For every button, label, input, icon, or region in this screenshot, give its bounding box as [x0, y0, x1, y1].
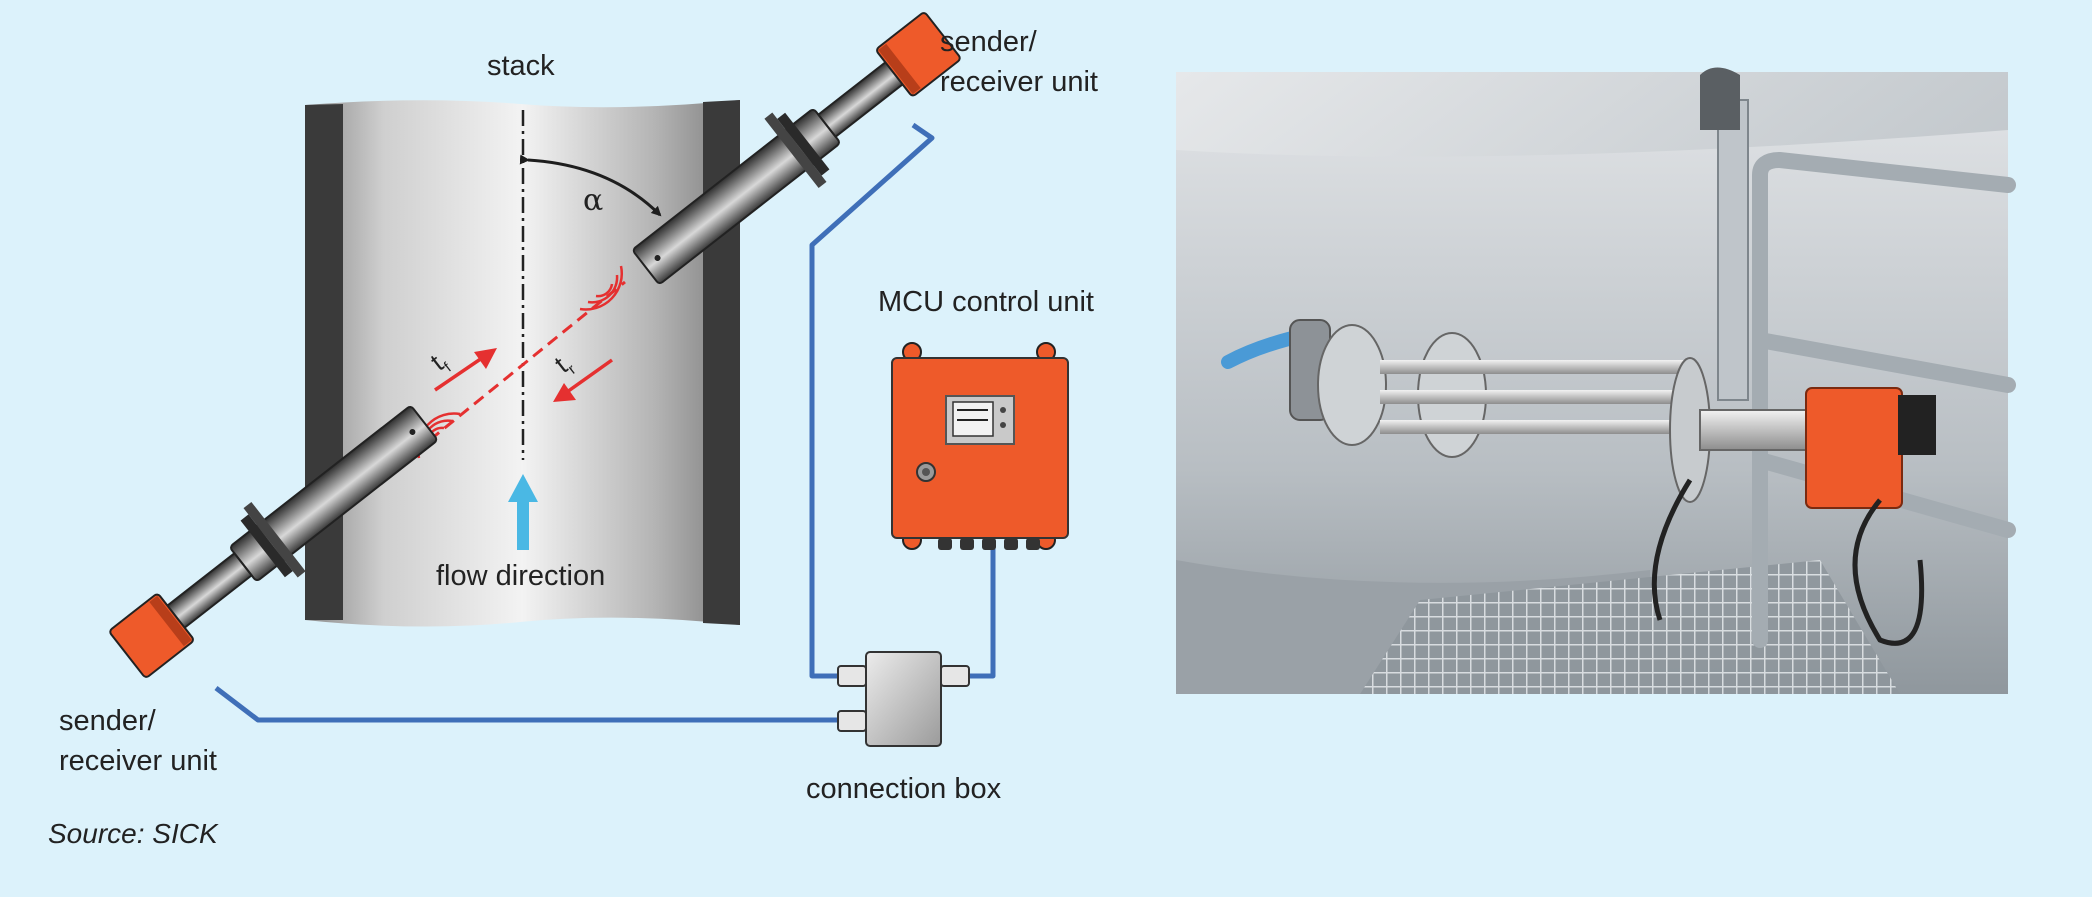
reverse-arrow: [553, 358, 614, 402]
angle-arc: [519, 154, 662, 217]
upper-sender-label-line2: receiver unit: [940, 66, 1098, 98]
signal-path: [414, 280, 626, 454]
upper-probe: [632, 12, 961, 284]
connection-box-label: connection box: [806, 773, 1002, 805]
lower-sensor-head: [109, 593, 194, 678]
lower-sender-label-line2: receiver unit: [59, 745, 217, 777]
upper-sensor-head: [876, 12, 961, 97]
installation-photo: [1176, 67, 2016, 694]
mcu-control-unit: [891, 342, 1069, 550]
lower-probe: [109, 406, 438, 678]
cables: [214, 122, 996, 723]
angle-label: α: [583, 183, 604, 218]
lower-sender-label-line1: sender/: [59, 705, 156, 737]
forward-arrow: [434, 348, 497, 392]
flow-arrow: [508, 474, 538, 550]
stack-label: stack: [487, 50, 555, 82]
connection-box: [837, 651, 970, 747]
sound-waves-upper: [579, 265, 623, 311]
flow-direction-label: flow direction: [436, 560, 606, 592]
upper-sender-label-line1: sender/: [940, 26, 1037, 58]
mcu-label: MCU control unit: [878, 286, 1094, 318]
source-credit: Source: SICK: [48, 818, 218, 849]
